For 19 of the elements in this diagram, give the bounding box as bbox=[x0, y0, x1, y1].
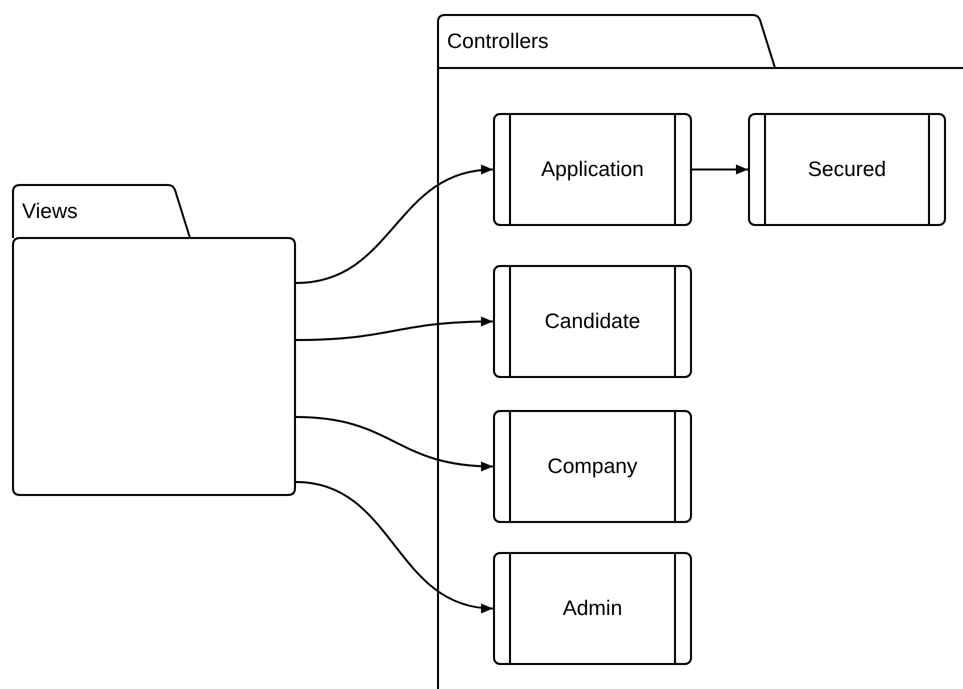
process-box bbox=[493, 410, 692, 523]
package-shape bbox=[12, 184, 296, 496]
process-label: Admin bbox=[562, 596, 622, 620]
arrow bbox=[296, 481, 494, 612]
process-label: Application bbox=[541, 158, 644, 182]
package-label: Controllers bbox=[447, 31, 549, 52]
process-label: Company bbox=[548, 454, 638, 478]
process-box bbox=[493, 552, 692, 665]
process-box bbox=[493, 113, 692, 226]
arrow bbox=[692, 164, 748, 174]
arrow bbox=[296, 316, 494, 341]
package-shape bbox=[437, 14, 963, 689]
package-label: Views bbox=[22, 201, 78, 222]
process-label: Candidate bbox=[544, 310, 640, 334]
process-box bbox=[748, 113, 946, 226]
process-label: Secured bbox=[808, 158, 886, 182]
arrow bbox=[296, 166, 494, 284]
process-box bbox=[493, 265, 692, 378]
arrow bbox=[296, 416, 494, 471]
